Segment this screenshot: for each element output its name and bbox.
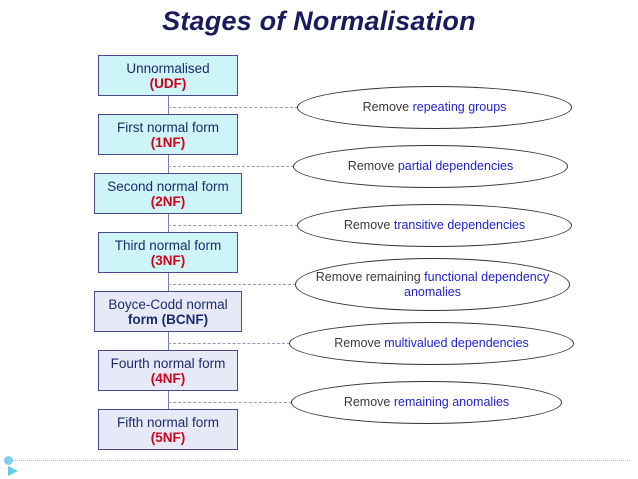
step-text-prefix: Remove (334, 336, 385, 350)
step-text-prefix: Remove (362, 100, 413, 114)
leader-4 (168, 284, 296, 285)
step-text: Remove partial dependencies (308, 159, 553, 174)
stage-label-line1: Fourth normal form (110, 355, 226, 371)
step-text-highlight: repeating groups (412, 100, 507, 114)
step-text: Remove multivalued dependencies (304, 336, 559, 351)
stage-label-line1: Third normal form (114, 237, 222, 253)
leader-3 (168, 225, 298, 226)
stage-box-2nf[interactable]: Second normal form (2NF) (94, 173, 242, 214)
footer-arrow-icon (8, 466, 18, 476)
stage-label-line1: Boyce-Codd normal (108, 296, 228, 312)
stage-label-line2: form (BCNF) (128, 312, 208, 327)
stage-box-5nf[interactable]: Fifth normal form (5NF) (98, 409, 238, 450)
step-ellipse-remaining-anomalies[interactable]: Remove remaining anomalies (291, 381, 562, 424)
step-ellipse-functional-dependency-anomalies[interactable]: Remove remaining functional dependency a… (295, 258, 570, 311)
step-ellipse-repeating-groups[interactable]: Remove repeating groups (297, 86, 572, 129)
stage-label-line2: (2NF) (150, 193, 186, 209)
stage-box-3nf[interactable]: Third normal form (3NF) (98, 232, 238, 273)
step-text-highlight: transitive dependencies (393, 218, 526, 232)
step-text-prefix: Remove (343, 395, 394, 409)
step-text-prefix: Remove (343, 218, 394, 232)
leader-2 (168, 166, 294, 167)
step-text: Remove remaining functional dependency a… (310, 270, 555, 300)
stage-label-line2: (4NF) (150, 370, 186, 386)
step-ellipse-multivalued-dependencies[interactable]: Remove multivalued dependencies (289, 322, 574, 365)
step-text: Remove repeating groups (312, 100, 557, 115)
stage-label-line2: (3NF) (150, 252, 186, 268)
step-text-highlight: functional dependency anomalies (404, 269, 550, 299)
stage-label-line1: Second normal form (107, 178, 229, 194)
step-ellipse-partial-dependencies[interactable]: Remove partial dependencies (293, 145, 568, 188)
step-text: Remove remaining anomalies (306, 395, 547, 410)
stage-box-unnormalised[interactable]: Unnormalised (UDF) (98, 55, 238, 96)
leader-1 (168, 107, 298, 108)
stage-label-line2: (1NF) (150, 134, 186, 150)
stage-label-line1: Fifth normal form (116, 414, 220, 430)
stage-label-line2: (UDF) (149, 75, 187, 91)
step-text-highlight: remaining anomalies (393, 395, 510, 409)
step-text-prefix: Remove remaining (315, 269, 425, 284)
stage-box-4nf[interactable]: Fourth normal form (4NF) (98, 350, 238, 391)
stage-label-line1: First normal form (116, 119, 219, 135)
stage-box-bcnf[interactable]: Boyce-Codd normal form (BCNF) (94, 291, 242, 332)
leader-6 (168, 402, 292, 403)
step-text-highlight: partial dependencies (397, 159, 514, 173)
step-text-highlight: multivalued dependencies (384, 336, 529, 350)
step-ellipse-transitive-dependencies[interactable]: Remove transitive dependencies (297, 204, 572, 247)
step-text: Remove transitive dependencies (312, 218, 557, 233)
leader-5 (168, 343, 290, 344)
step-text-prefix: Remove (347, 159, 398, 173)
stage-label-line2-text: form (BCNF) (127, 311, 209, 327)
stage-box-1nf[interactable]: First normal form (1NF) (98, 114, 238, 155)
footer-rule (8, 460, 630, 461)
stage-label-line1: Unnormalised (126, 60, 210, 76)
page-title: Stages of Normalisation (162, 6, 476, 36)
stage-label-line2: (5NF) (150, 429, 186, 445)
